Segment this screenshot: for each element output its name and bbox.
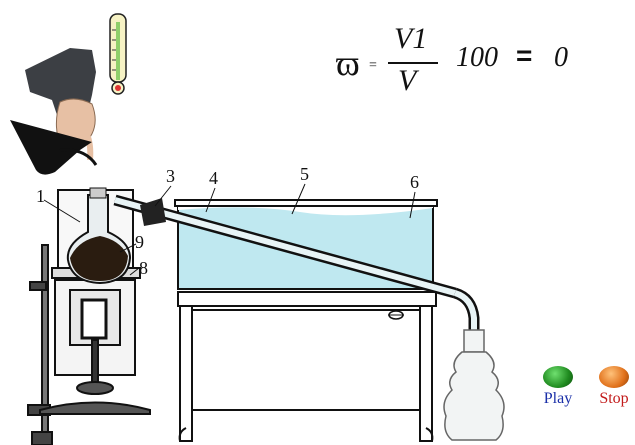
label-3: 3 <box>166 166 175 186</box>
formula-equals-small: = <box>369 58 377 73</box>
formula-equals: = <box>516 40 533 71</box>
heater-stand <box>27 244 151 445</box>
condenser-tube <box>113 194 480 330</box>
receiver-flask <box>443 329 505 441</box>
formula-denominator: V <box>398 64 417 97</box>
omega-symbol: ϖ <box>336 43 360 83</box>
formula-numerator: V1 <box>394 22 428 55</box>
label-6: 6 <box>410 172 419 192</box>
fraction-bar <box>388 62 438 64</box>
label-1: 1 <box>36 186 45 206</box>
label-9: 9 <box>135 232 144 252</box>
stop-button[interactable]: Stop <box>596 366 632 408</box>
formula: ϖ = V1 V 100 = 0 <box>336 22 596 102</box>
formula-multiplier: 100 <box>456 42 498 73</box>
label-leader-lines <box>43 183 416 276</box>
label-5: 5 <box>300 164 309 184</box>
play-button-cap[interactable] <box>543 366 573 388</box>
play-button[interactable]: Play <box>538 366 578 408</box>
bubble-icon <box>388 310 404 320</box>
label-8: 8 <box>139 258 148 278</box>
label-4: 4 <box>209 168 218 188</box>
hand-with-funnel <box>10 48 98 175</box>
condenser-bath <box>174 199 438 442</box>
stop-label[interactable]: Stop <box>599 390 629 407</box>
round-bottom-flask <box>66 187 132 285</box>
formula-result: 0 <box>554 42 568 73</box>
component-labels: 1 3 4 5 6 8 9 <box>36 164 419 278</box>
stop-button-cap[interactable] <box>599 366 629 388</box>
thermometer-icon <box>109 13 127 95</box>
play-label[interactable]: Play <box>543 390 573 407</box>
